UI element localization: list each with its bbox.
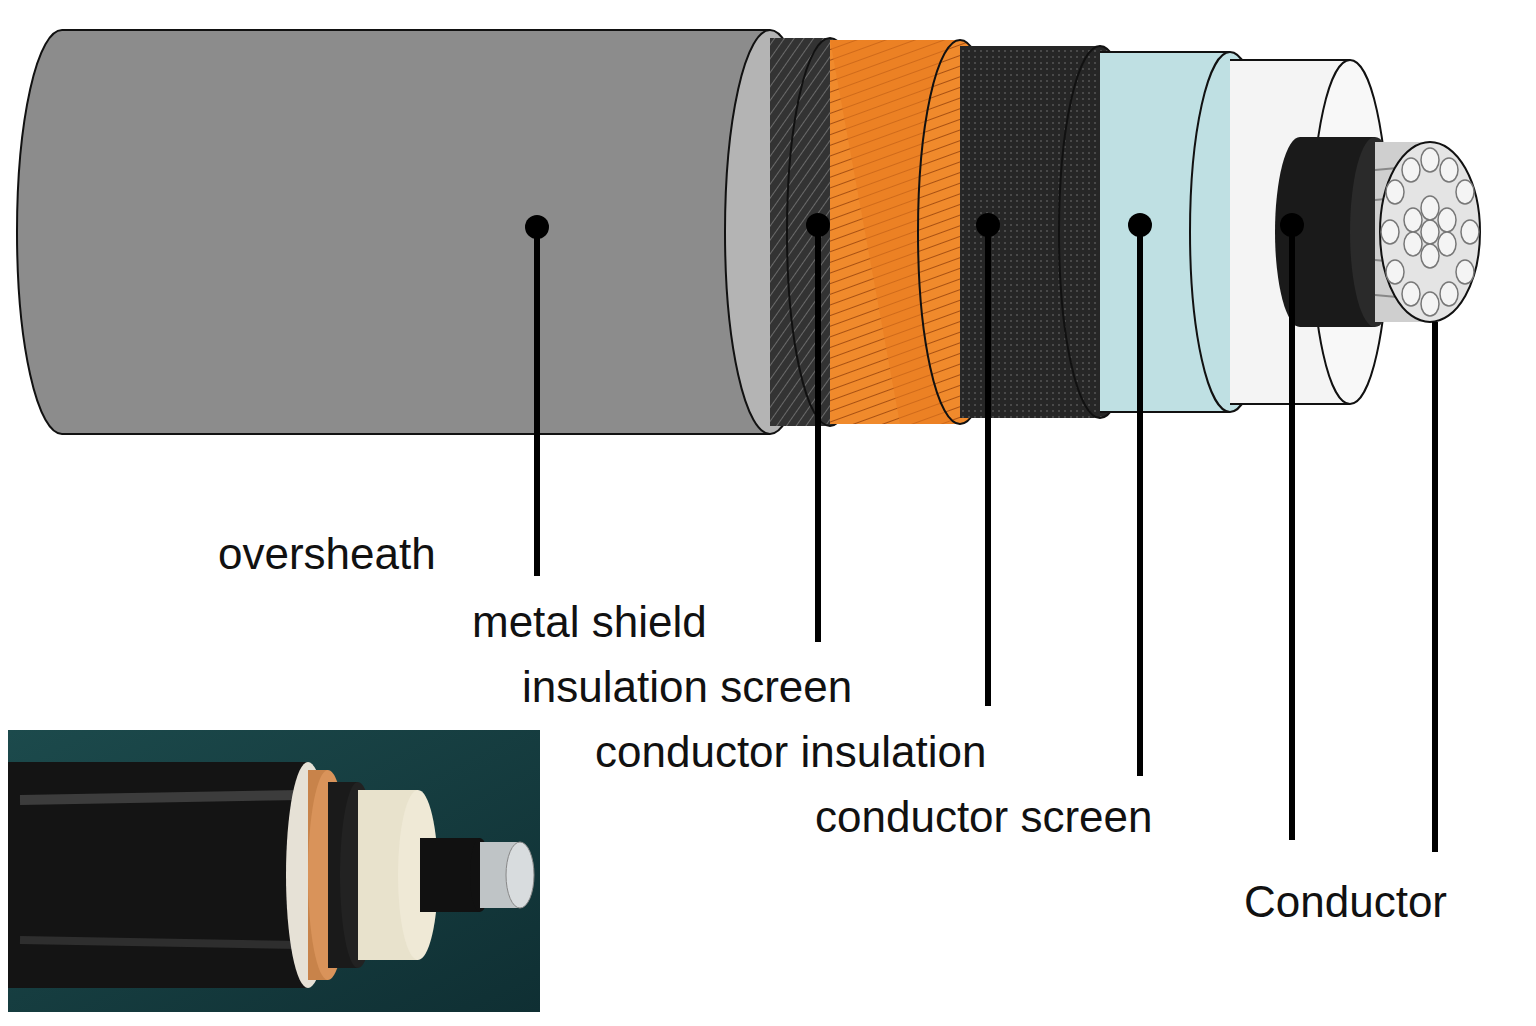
leader-dots <box>525 213 1304 239</box>
part-label: oversheath <box>218 532 436 576</box>
oversheath-layer <box>17 30 815 434</box>
part-label: conductor screen <box>815 795 1153 839</box>
part-label: conductor insulation <box>595 730 986 774</box>
inset-photo <box>8 730 540 1012</box>
part-label: metal shield <box>472 600 707 644</box>
conductor-strands <box>1375 142 1480 322</box>
part-label: Conductor <box>1244 880 1447 924</box>
insulation-layer <box>1100 52 1388 412</box>
part-label: insulation screen <box>522 665 852 709</box>
leader-lines <box>537 225 1435 852</box>
